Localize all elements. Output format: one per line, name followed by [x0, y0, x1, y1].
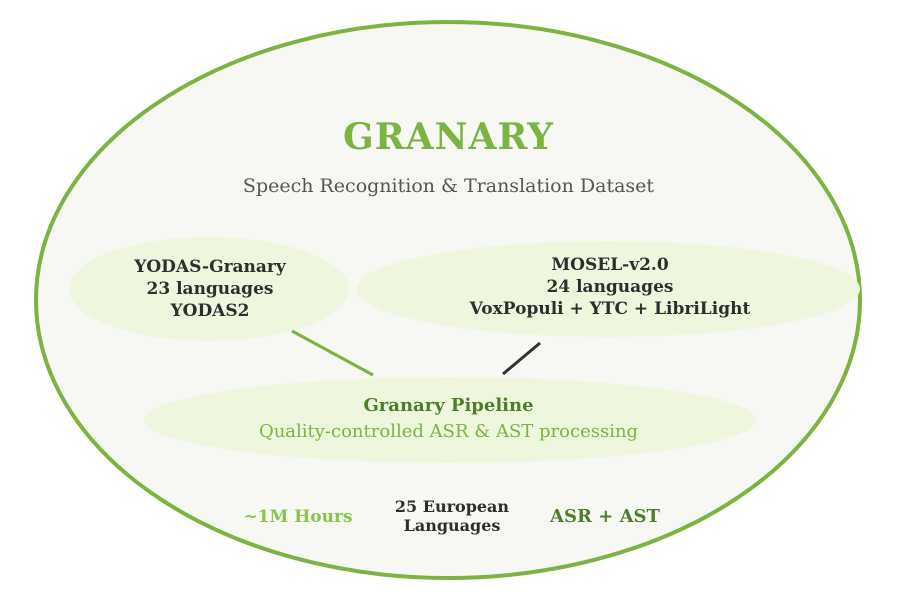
stat-languages-line2: Languages: [403, 516, 501, 535]
mosel-languages: 24 languages: [546, 277, 674, 297]
stat-languages: 25 European Languages: [372, 497, 532, 535]
stat-tasks: ASR + AST: [550, 506, 660, 527]
yodas-languages: 23 languages: [146, 279, 274, 299]
yodas-name: YODAS-Granary: [134, 257, 286, 277]
mosel-connector: [502, 341, 541, 376]
stat-languages-line1: 25 European: [394, 497, 510, 516]
mosel-ellipse: [356, 241, 860, 337]
mosel-origin: VoxPopuli + YTC + LibriLight: [469, 299, 751, 319]
stat-hours: ~1M Hours: [243, 507, 353, 527]
mosel-name: MOSEL-v2.0: [551, 255, 669, 275]
diagram-title: GRANARY: [343, 116, 554, 158]
yodas-ellipse: [69, 237, 349, 341]
yodas-origin: YODAS2: [170, 301, 250, 321]
mosel-source: MOSEL-v2.0 24 languages VoxPopuli + YTC …: [395, 254, 825, 320]
pipeline-description: Quality-controlled ASR & AST processing: [258, 421, 639, 442]
pipeline-title: Granary Pipeline: [363, 395, 534, 416]
pipeline-ellipse: [144, 377, 756, 463]
yodas-connector: [291, 329, 374, 377]
yodas-source: YODAS-Granary 23 languages YODAS2: [95, 256, 325, 322]
diagram-subtitle: Speech Recognition & Translation Dataset: [242, 175, 655, 197]
